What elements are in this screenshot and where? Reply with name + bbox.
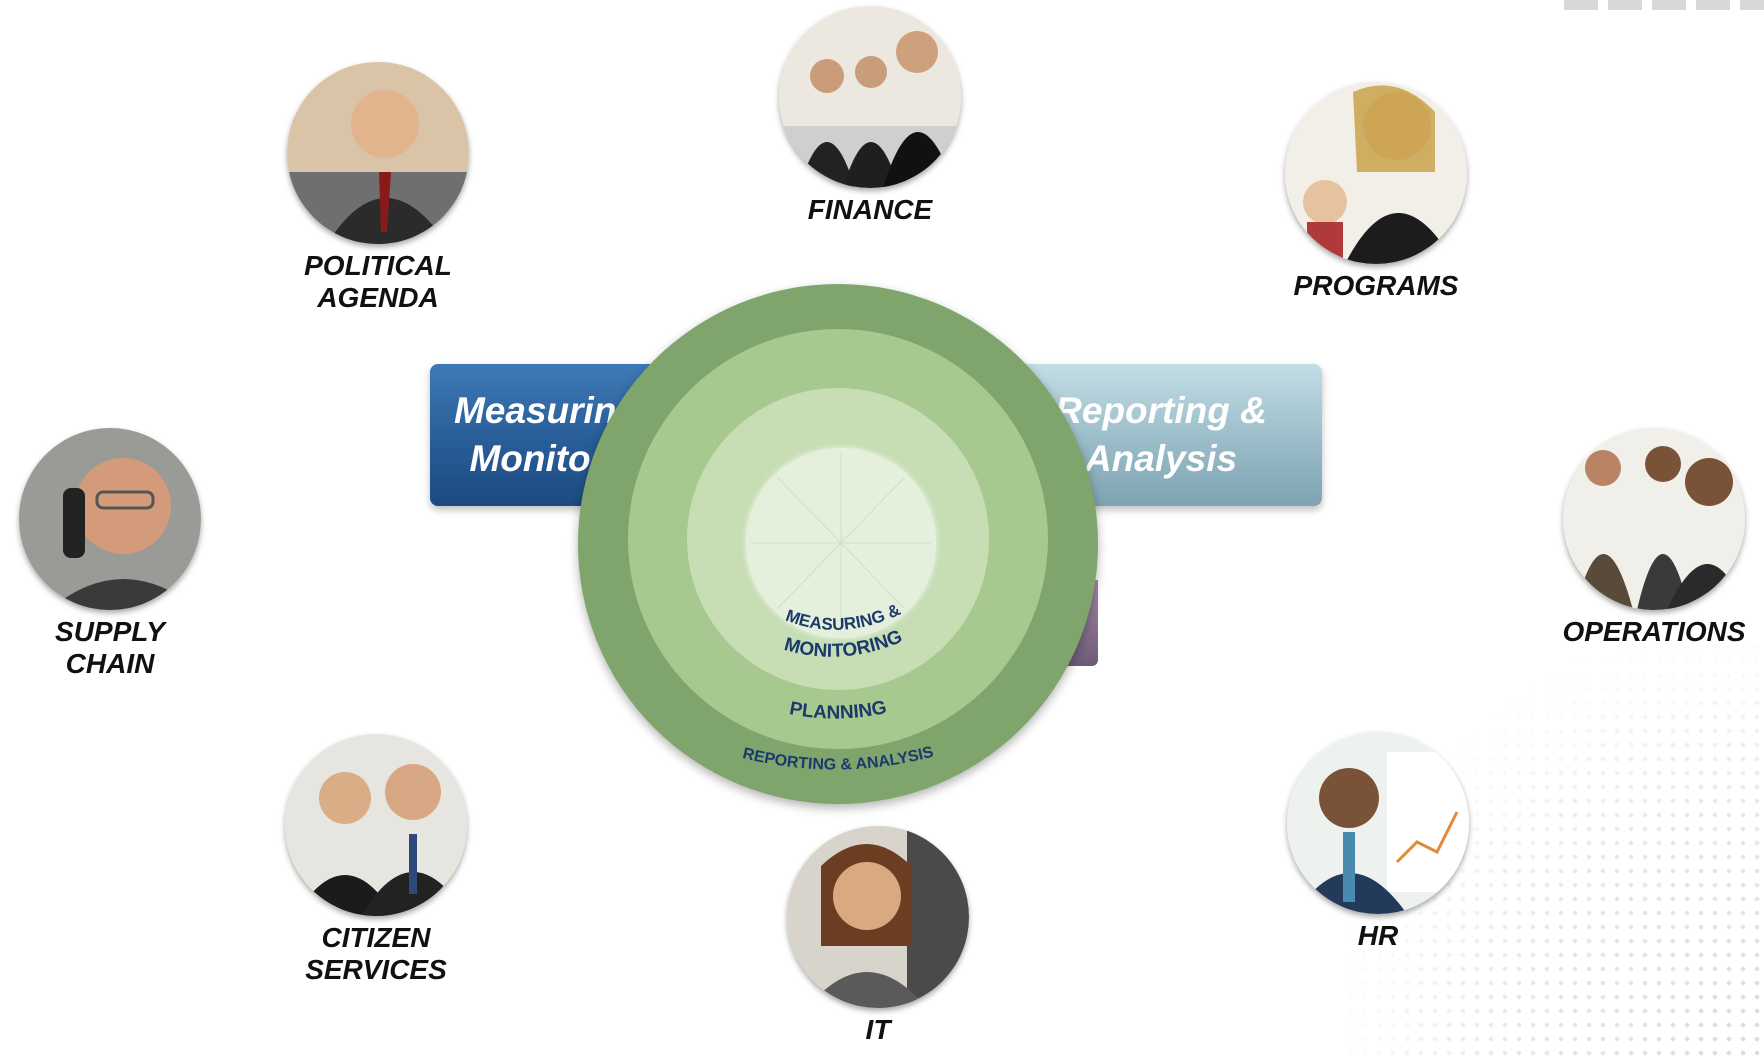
node-finance: FINANCE xyxy=(760,6,980,226)
label-operations: OPERATIONS xyxy=(1562,616,1746,647)
man-phone-photo-icon xyxy=(19,428,201,610)
node-supply-chain: SUPPLY CHAIN xyxy=(0,428,220,680)
businessman-photo-icon xyxy=(287,62,469,244)
couple-photo-icon xyxy=(285,734,467,916)
ring-label-measuring: MEASURING & xyxy=(783,600,903,634)
core-spokes xyxy=(751,453,931,633)
band-right-text: Reporting & Analysis xyxy=(1055,390,1267,479)
node-hr: HR xyxy=(1268,732,1488,952)
ring-label-reporting: REPORTING & ANALYSIS xyxy=(741,744,936,774)
label-hr: HR xyxy=(1357,920,1399,951)
label-it: IT xyxy=(865,1014,891,1045)
woman-smiling-photo-icon xyxy=(787,826,969,1008)
woman-glasses-photo-icon xyxy=(1285,82,1467,264)
label-political-agenda: POLITICAL AGENDA xyxy=(304,250,452,313)
corner-decoration xyxy=(1564,0,1764,10)
team-photo-icon xyxy=(779,6,961,188)
label-citizen-services: CITIZEN SERVICES xyxy=(305,922,447,985)
team-photo-icon xyxy=(1563,428,1745,610)
node-operations: OPERATIONS xyxy=(1544,428,1764,648)
node-political-agenda: POLITICAL AGENDA xyxy=(268,62,488,314)
presenter-photo-icon xyxy=(1287,732,1469,914)
ring-labels: MEASURING & MONITORING PLANNING REPORTIN… xyxy=(741,600,936,774)
node-citizen-services: CITIZEN SERVICES xyxy=(266,734,486,986)
central-wheel: MEASURING & MONITORING PLANNING REPORTIN… xyxy=(578,284,1098,804)
node-it: IT xyxy=(768,826,988,1046)
core-circle xyxy=(746,448,936,638)
label-programs: PROGRAMS xyxy=(1293,270,1459,301)
ring-label-planning: PLANNING xyxy=(788,697,888,723)
node-programs: PROGRAMS xyxy=(1266,82,1486,302)
label-supply-chain: SUPPLY CHAIN xyxy=(55,616,165,679)
label-finance: FINANCE xyxy=(807,194,933,225)
